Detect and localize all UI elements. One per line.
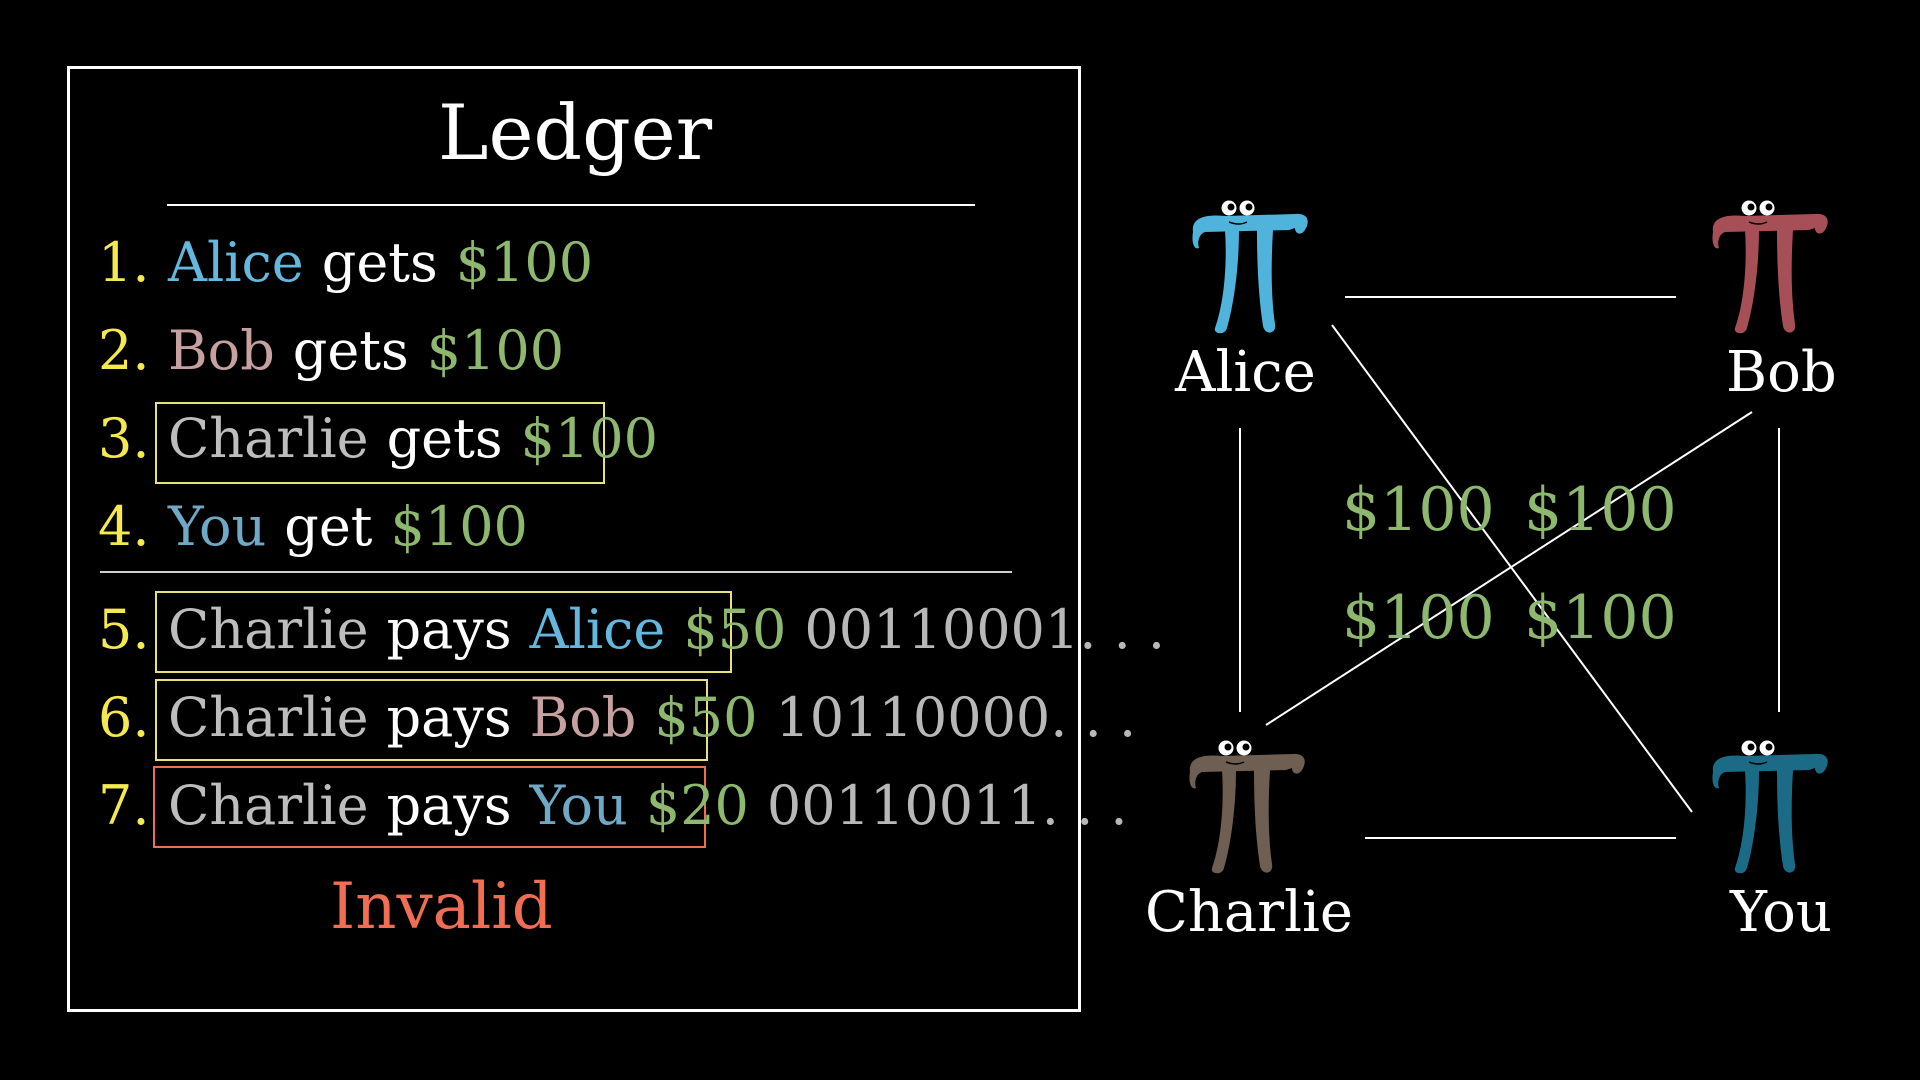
entry-signature: 10110000. . .	[775, 686, 1137, 749]
entry-to: Bob	[529, 686, 637, 749]
entry-verb: gets	[386, 407, 503, 470]
entry-verb: pays	[386, 598, 512, 661]
entry-verb: pays	[386, 774, 512, 837]
entry-number: 3.	[98, 407, 150, 470]
charlie-pi-creature-icon	[1182, 740, 1312, 884]
ledger-title: Ledger	[437, 88, 713, 177]
entry-to: Alice	[529, 598, 666, 661]
entry-number: 2.	[98, 319, 150, 382]
edge-bob-charlie	[1265, 411, 1753, 726]
node-label-alice: Alice	[1175, 340, 1316, 405]
balance-bob: $100	[1524, 475, 1677, 545]
ledger-entry-6: 6. Charlie pays Bob $50 10110000. . .	[98, 686, 1136, 750]
entry-amount: $50	[683, 598, 787, 661]
entry-amount: $100	[455, 231, 594, 294]
entry-verb: pays	[386, 686, 512, 749]
ledger-entry-3: 3. Charlie gets $100	[98, 407, 658, 471]
ledger-panel	[67, 66, 1081, 1012]
entry-from: Charlie	[168, 598, 369, 661]
entry-amount: $50	[654, 686, 758, 749]
balance-alice: $100	[1342, 475, 1495, 545]
entry-from: Charlie	[168, 774, 369, 837]
entry-number: 7.	[98, 774, 150, 837]
entry-name: Charlie	[168, 407, 369, 470]
ledger-entry-1: 1. Alice gets $100	[98, 231, 593, 295]
bob-pi-creature-icon	[1705, 200, 1835, 344]
entry-6-highlight	[155, 679, 708, 761]
balance-you: $100	[1524, 583, 1677, 653]
balance-charlie: $100	[1342, 583, 1495, 653]
entry-5-highlight	[155, 591, 732, 673]
entry-3-highlight	[155, 402, 605, 484]
entry-name: Bob	[168, 319, 275, 382]
alice-pi-creature-icon	[1185, 200, 1315, 344]
entry-signature: 00110001. . .	[804, 598, 1166, 661]
genesis-divider	[100, 571, 1012, 573]
ledger-entry-7: 7. Charlie pays You $20 00110011. . .	[98, 774, 1128, 838]
entry-number: 4.	[98, 495, 150, 558]
you-pi-creature-icon	[1705, 740, 1835, 884]
ledger-entry-5: 5. Charlie pays Alice $50 00110001. . .	[98, 598, 1165, 662]
entry-amount: $100	[520, 407, 658, 470]
node-label-charlie: Charlie	[1145, 880, 1354, 945]
entry-to: You	[529, 774, 628, 837]
entry-verb: gets	[321, 231, 438, 294]
entry-amount: $100	[390, 495, 528, 558]
invalid-label: Invalid	[330, 870, 553, 944]
node-label-you: You	[1730, 880, 1832, 945]
entry-from: Charlie	[168, 686, 369, 749]
entry-number: 1.	[98, 231, 150, 294]
entry-name: You	[168, 495, 267, 558]
entry-amount: $100	[426, 319, 565, 382]
entry-signature: 00110011. . .	[766, 774, 1128, 837]
title-divider	[167, 204, 975, 206]
node-label-bob: Bob	[1726, 340, 1837, 405]
entry-number: 6.	[98, 686, 150, 749]
entry-amount: $20	[645, 774, 749, 837]
entry-name: Alice	[168, 231, 304, 294]
entry-verb: gets	[292, 319, 409, 382]
entry-verb: get	[284, 495, 373, 558]
entry-number: 5.	[98, 598, 150, 661]
entry-7-highlight	[153, 766, 706, 848]
edge-alice-you	[1331, 324, 1693, 813]
